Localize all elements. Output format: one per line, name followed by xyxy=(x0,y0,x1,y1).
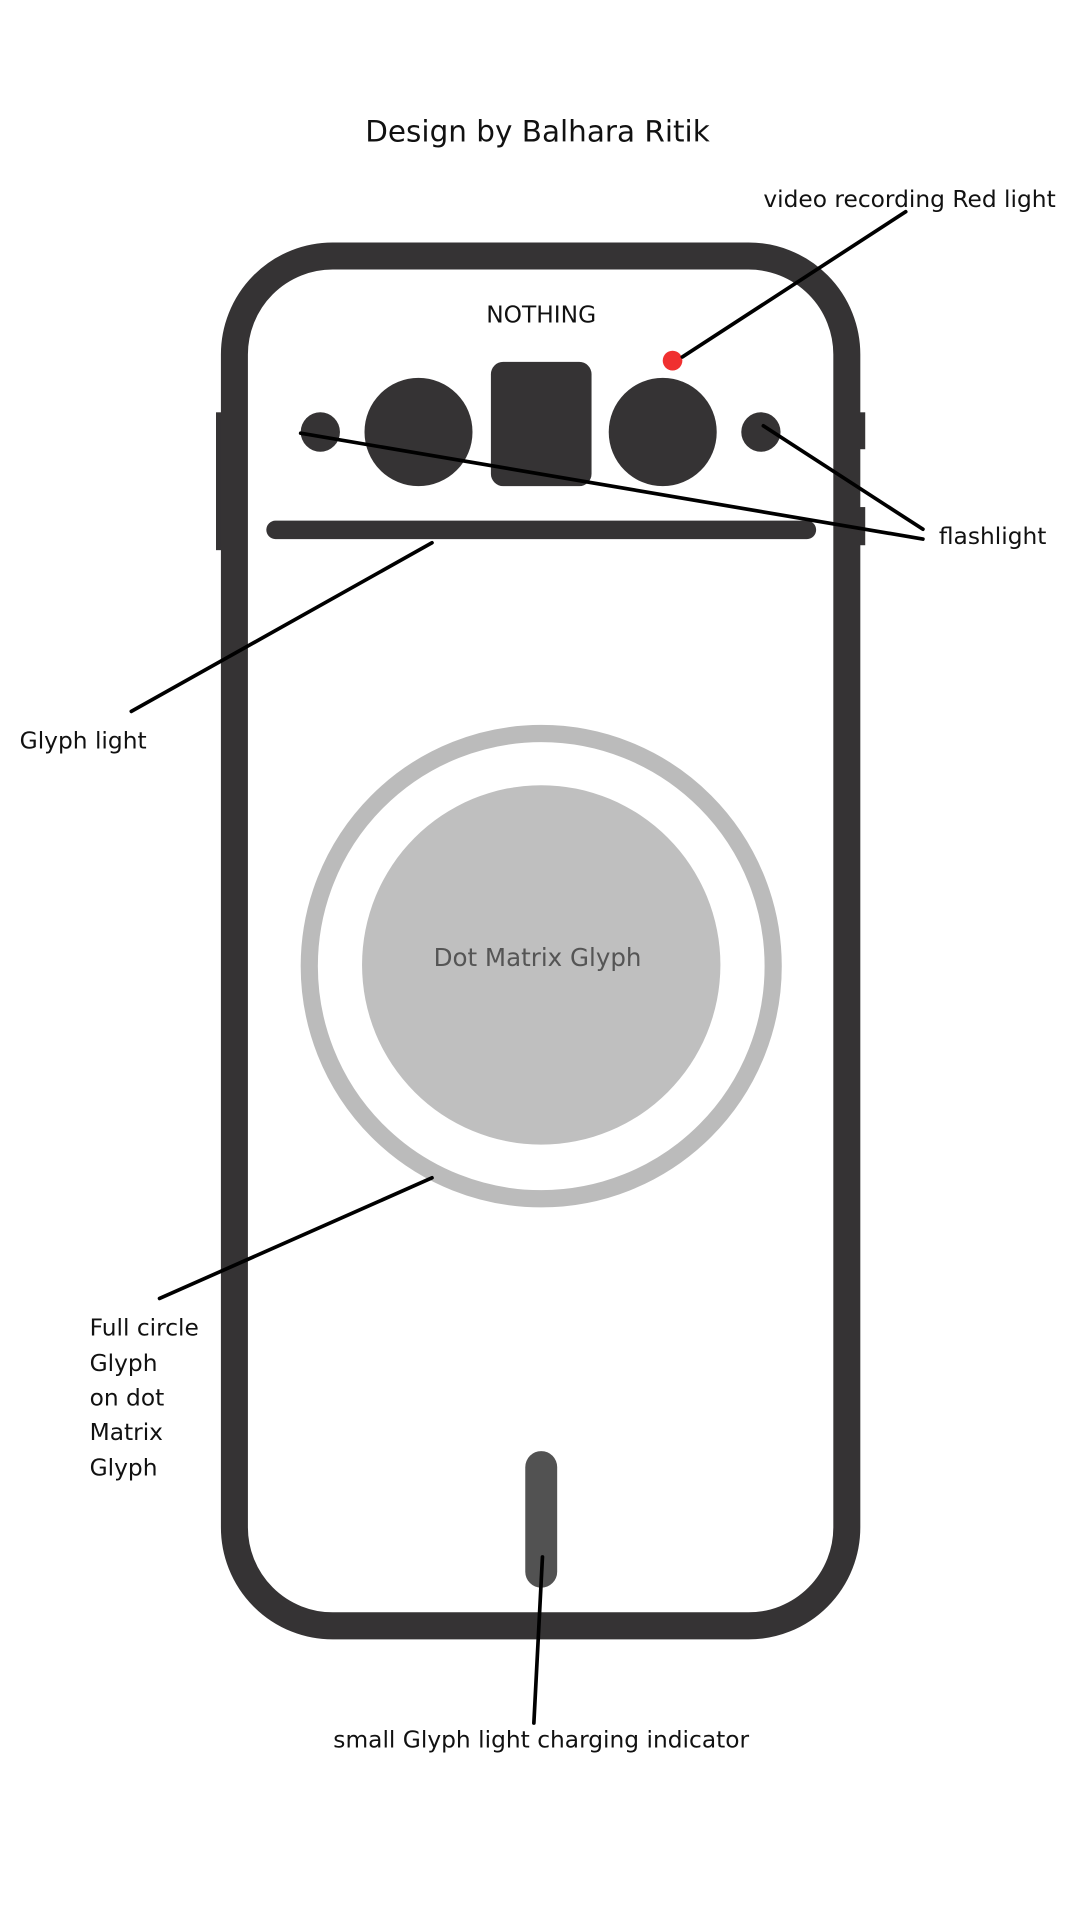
full-circle-label-line: Glyph xyxy=(90,1454,158,1482)
camera-lens-right xyxy=(608,377,717,487)
full-circle-label-line: Full circle xyxy=(90,1313,199,1341)
flashlight-right xyxy=(741,412,781,452)
brand-text: NOTHING xyxy=(486,300,596,328)
glyph-light-label: Glyph light xyxy=(20,726,147,754)
flashlight-pointer-right xyxy=(761,424,925,532)
right-side-button-bottom xyxy=(856,507,866,546)
camera-sensor-square xyxy=(490,361,592,487)
charging-indicator-pill xyxy=(525,1451,558,1588)
dot-matrix-glyph xyxy=(362,785,721,1145)
red-light-label: video recording Red light xyxy=(763,185,1055,213)
red-recording-light xyxy=(662,350,683,371)
full-circle-label-line: on dot xyxy=(90,1384,165,1412)
right-side-button-top xyxy=(856,412,866,450)
flashlight-pointer-left xyxy=(298,431,925,541)
charging-pointer xyxy=(532,1555,545,1725)
full-circle-label-line: Glyph xyxy=(90,1349,158,1377)
flashlight-label: flashlight xyxy=(939,522,1047,550)
glyph-light-pointer xyxy=(129,540,434,714)
dot-matrix-label: Dot Matrix Glyph xyxy=(434,943,642,972)
full-circle-label-line: Matrix xyxy=(90,1418,164,1446)
full-circle-pointer xyxy=(157,1176,434,1301)
design-title: Design by Balhara Ritik xyxy=(365,115,710,149)
charging-label: small Glyph light charging indicator xyxy=(333,1726,749,1754)
flashlight-left xyxy=(300,412,340,452)
full-circle-glyph xyxy=(300,724,782,1208)
glyph-light-bar xyxy=(266,520,817,540)
camera-lens-left xyxy=(364,377,473,487)
red-light-pointer xyxy=(680,209,908,359)
